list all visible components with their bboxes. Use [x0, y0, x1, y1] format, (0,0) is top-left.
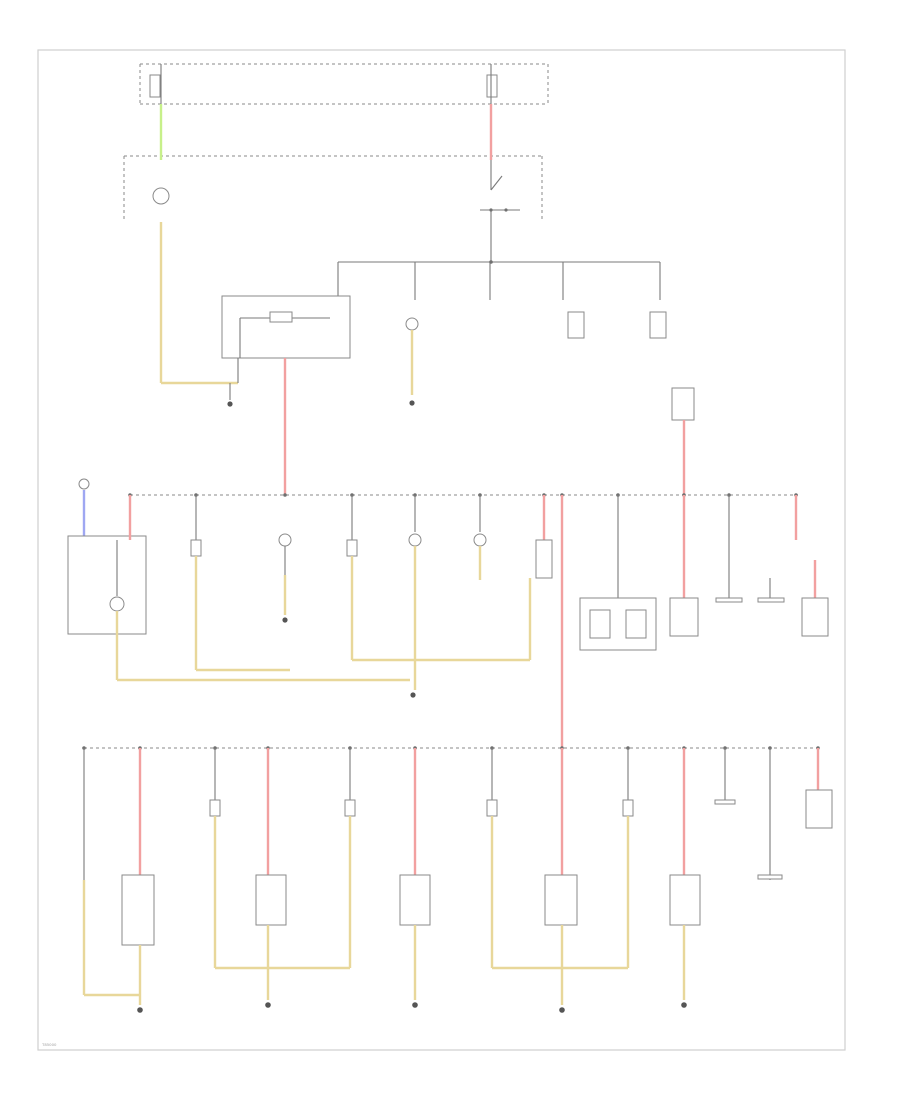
- dimmer-module-box: [221, 295, 351, 359]
- lamp-module-1: [121, 874, 155, 946]
- ground-g6: [412, 1002, 418, 1008]
- component-bottom-right: [805, 789, 833, 829]
- fuse-right: [486, 74, 498, 98]
- distribution-bus-1: [337, 260, 661, 300]
- ground-g1: [227, 401, 233, 407]
- ground-g8: [681, 1002, 687, 1008]
- left-switch-box: [67, 535, 147, 635]
- switch-illumination-lamp: [152, 187, 170, 205]
- lamp-ashtray: [405, 317, 419, 331]
- component-right-mid: [669, 597, 699, 637]
- ground-g7: [559, 1007, 565, 1013]
- component-right-top: [671, 387, 695, 421]
- diagram-frame: [37, 49, 846, 1051]
- fuse-box-top: [139, 63, 549, 105]
- lamp-module-2: [255, 874, 287, 926]
- footer-code: T85000: [41, 1042, 57, 1047]
- light-switch-box: [123, 155, 543, 230]
- ground-g2: [409, 400, 415, 406]
- lamp-module-5: [669, 874, 701, 926]
- fuse-left: [149, 74, 161, 98]
- lamp-module-4: [544, 874, 578, 926]
- ground-g3: [410, 692, 416, 698]
- component-far-right: [801, 597, 829, 637]
- lamp-module-3: [399, 874, 431, 926]
- ground-g4: [137, 1007, 143, 1013]
- ground-g5: [265, 1002, 271, 1008]
